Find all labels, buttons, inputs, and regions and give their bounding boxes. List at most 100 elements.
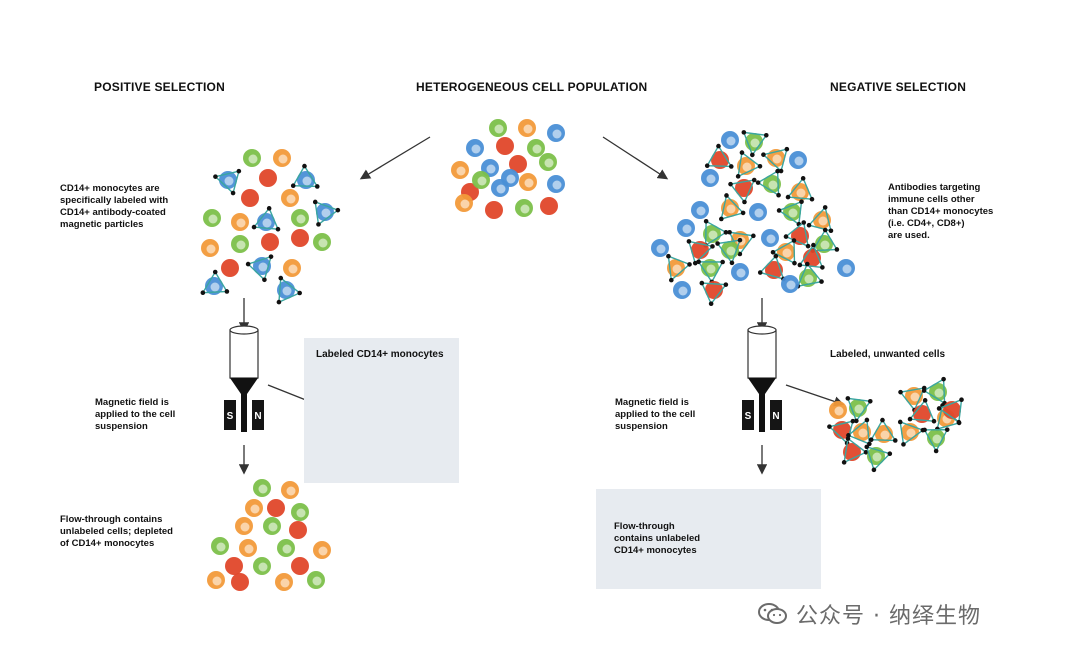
cell (466, 139, 484, 157)
magnetic-bead (710, 244, 715, 249)
magnetic-bead (735, 174, 741, 179)
magnetic-bead (266, 206, 272, 211)
cell (201, 239, 219, 257)
magnetic-bead (936, 406, 942, 411)
magnetic-bead (801, 220, 807, 225)
magnetic-bead (687, 262, 692, 267)
cell (539, 153, 557, 171)
magnetic-bead (699, 280, 705, 286)
labeled-cell (735, 150, 763, 179)
labeled-cell (699, 280, 729, 307)
cell (283, 259, 301, 277)
magnetic-bead (200, 290, 206, 296)
magnetic-bead (854, 418, 859, 424)
cell (313, 541, 331, 559)
magnetic-bead (828, 228, 834, 234)
cell (291, 209, 309, 227)
magnetic-bead (887, 451, 893, 457)
magnetic-bead (757, 163, 763, 169)
magnetic-bead (742, 199, 747, 205)
cell (203, 209, 221, 227)
positive-magnet-south (224, 400, 236, 430)
magnetic-bead (931, 418, 937, 424)
cell (519, 173, 537, 191)
magnetic-bead (335, 207, 341, 213)
cell (241, 189, 259, 207)
magnetic-bead (867, 398, 873, 404)
cell (673, 281, 691, 299)
labeled-cell (741, 130, 769, 158)
flow-arrow (359, 136, 431, 180)
magnetic-bead (262, 277, 267, 283)
watermark-text: 公众号 · 纳绎生物 (796, 604, 981, 629)
magnetic-bead (275, 226, 281, 232)
magnetic-bead (827, 424, 832, 429)
cell (253, 557, 271, 575)
cell (701, 169, 719, 187)
magnetic-bead (819, 279, 824, 284)
magnetic-bead (956, 419, 962, 425)
labeled-cell (907, 398, 937, 424)
magnetic-bead (704, 163, 710, 169)
cell (749, 203, 767, 221)
positive-magnet-north (252, 400, 264, 430)
magnetic-bead (864, 417, 870, 423)
magnetic-bead (751, 177, 757, 183)
magnetic-bead (921, 388, 927, 393)
magnet-south-label: S (745, 411, 752, 422)
magnetic-bead (804, 261, 810, 267)
labeled-cell (728, 177, 757, 205)
labeled-cell (696, 259, 725, 285)
labeled-cell (897, 419, 926, 447)
magnetic-bead (716, 143, 721, 149)
cell (291, 557, 309, 575)
cell (231, 573, 249, 591)
magnetic-bead (669, 277, 674, 283)
labeled-cell (770, 238, 797, 266)
cell (277, 539, 295, 557)
magnetic-bead (757, 270, 763, 275)
cell (455, 194, 473, 212)
magnetic-bead (302, 163, 307, 169)
magnetic-bead (799, 199, 804, 205)
magnetic-bead (728, 164, 734, 169)
cell (547, 124, 565, 142)
magnetic-bead (212, 269, 218, 275)
labeled-cell (776, 199, 804, 227)
magnetic-bead (739, 150, 745, 155)
magnetic-bead (941, 376, 946, 382)
negative-magnet-south (742, 400, 754, 430)
cell (239, 539, 257, 557)
labeled-cell (290, 163, 320, 189)
cell (691, 201, 709, 219)
magnetic-bead (751, 233, 756, 239)
magnetic-bead (290, 183, 296, 189)
positive-selection-heading: POSITIVE SELECTION (94, 80, 225, 94)
magnetic-bead (763, 132, 769, 138)
labeled-cell (921, 376, 947, 406)
magnetic-bead (850, 418, 856, 424)
cell (281, 189, 299, 207)
magnetic-bead (822, 205, 828, 210)
cell (263, 517, 281, 535)
cell (231, 235, 249, 253)
magnetic-bead (750, 152, 755, 158)
cell (245, 499, 263, 517)
negative-magnetic-caption: Magnetic field is applied to the cell su… (615, 397, 696, 432)
magnetic-bead (715, 241, 720, 246)
magnetic-bead (727, 229, 732, 235)
cell (261, 233, 279, 251)
magnetic-bead (297, 290, 302, 296)
magnetic-bead (728, 181, 733, 187)
magnetic-bead (761, 152, 766, 157)
negative-antibodies-caption: Antibodies targeting immune cells other … (888, 182, 994, 241)
cell (243, 149, 261, 167)
magnet-north-label: N (772, 411, 779, 422)
cell (721, 131, 739, 149)
magnetic-bead (314, 184, 320, 189)
labeled-cell (276, 275, 302, 305)
magnetic-bead (268, 254, 274, 259)
